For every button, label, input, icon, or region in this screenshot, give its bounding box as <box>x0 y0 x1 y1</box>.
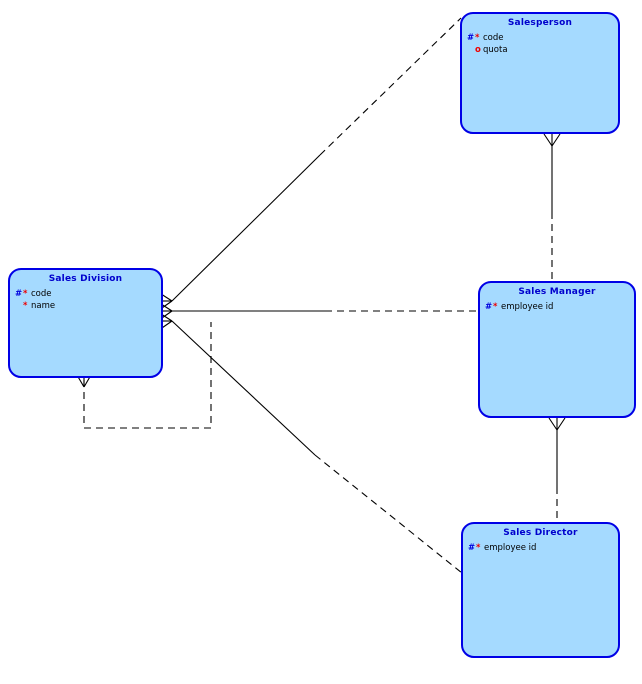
attribute-row: #*name <box>15 300 161 312</box>
crowsfoot-icon <box>548 417 566 431</box>
entity-sales-director[interactable]: Sales Director #*employee id <box>461 522 620 658</box>
relationship-line-dashed <box>319 17 462 156</box>
relationship-manager-to-director[interactable] <box>548 417 566 522</box>
attribute-name: quota <box>483 45 508 55</box>
attribute-row: #*code <box>15 288 161 300</box>
optionality-marker: * <box>476 543 481 553</box>
primary-key-marker: # <box>468 543 476 553</box>
relationship-division-to-salesperson[interactable] <box>157 17 462 311</box>
primary-key-marker: # <box>15 300 23 312</box>
crowsfoot-icon <box>543 133 561 147</box>
relationship-division-to-director[interactable] <box>157 311 463 574</box>
attribute-name: employee id <box>501 302 554 312</box>
entity-title: Sales Division <box>48 274 123 284</box>
relationship-division-to-manager[interactable] <box>157 301 478 321</box>
optionality-marker: * <box>493 302 498 312</box>
entity-title: Sales Manager <box>518 287 596 297</box>
attribute-name: code <box>31 289 52 299</box>
relationship-line-solid <box>171 320 316 456</box>
relationship-salesperson-to-manager[interactable] <box>543 133 561 281</box>
optionality-marker: * <box>475 33 480 43</box>
entity-sales-division[interactable]: Sales Division #*code #*name <box>8 268 163 378</box>
primary-key-marker: # <box>15 289 23 299</box>
attribute-name: employee id <box>484 543 537 553</box>
attribute-name: code <box>483 33 504 43</box>
attribute-list: #*code #*name <box>10 288 161 312</box>
attribute-name: name <box>31 301 56 311</box>
attribute-list: #*employee id <box>480 301 634 313</box>
optionality-marker: * <box>23 289 28 299</box>
primary-key-marker: # <box>467 44 475 56</box>
primary-key-marker: # <box>467 33 475 43</box>
entity-title: Salesperson <box>507 18 573 28</box>
entity-title: Sales Director <box>503 528 578 538</box>
entity-sales-manager[interactable]: Sales Manager #*employee id <box>478 281 636 418</box>
relationship-line-solid <box>171 154 321 302</box>
relationship-line-dashed <box>314 454 463 574</box>
attribute-row: #*employee id <box>485 301 634 313</box>
attribute-row: #*employee id <box>468 542 618 554</box>
optionality-marker: * <box>23 301 28 311</box>
optionality-marker: o <box>475 45 481 55</box>
primary-key-marker: # <box>485 302 493 312</box>
attribute-list: #*employee id <box>463 542 618 554</box>
attribute-row: #*code <box>467 32 618 44</box>
